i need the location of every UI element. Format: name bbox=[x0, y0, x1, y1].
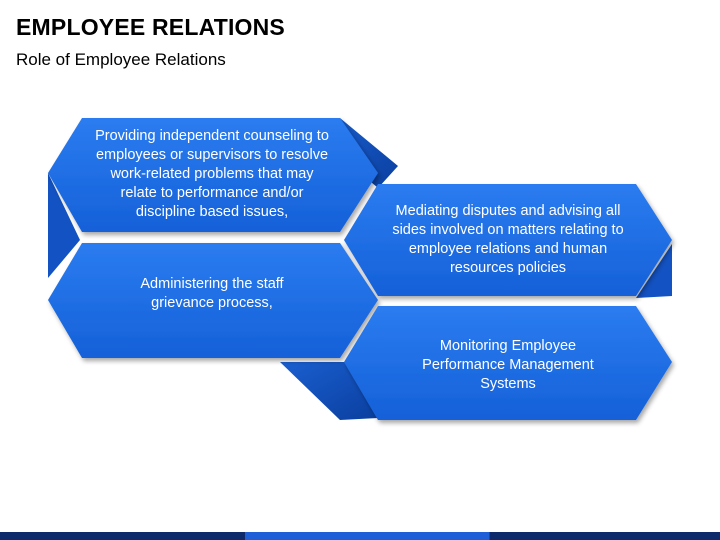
box-4-text: Monitoring Employee Performance Manageme… bbox=[422, 337, 594, 392]
hexagon-box-4 bbox=[344, 306, 672, 420]
hexagon-box-3 bbox=[344, 184, 672, 296]
facet-left-side bbox=[48, 173, 80, 278]
page-subtitle: Role of Employee Relations bbox=[16, 50, 226, 69]
facet-right-side bbox=[636, 244, 672, 298]
hexagon-box-2 bbox=[48, 243, 378, 358]
hexagon-box-1 bbox=[48, 118, 378, 232]
box-2-text: Administering the staff grievance proces… bbox=[140, 276, 284, 311]
box-1-text: Providing independent counseling to empl… bbox=[95, 127, 329, 220]
page-title: EMPLOYEE RELATIONS bbox=[16, 14, 285, 40]
footer-bar bbox=[0, 532, 720, 540]
box-3-text: Mediating disputes and advising all side… bbox=[392, 203, 624, 276]
